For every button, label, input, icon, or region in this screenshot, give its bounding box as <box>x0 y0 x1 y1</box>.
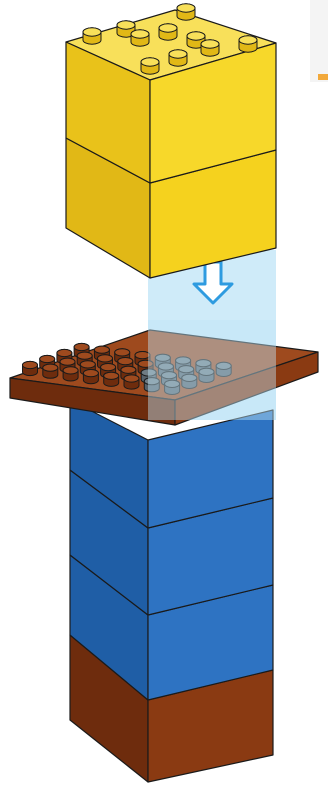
yellow-brick-stud <box>201 40 219 56</box>
baseplate-stud <box>124 375 139 389</box>
yellow-brick-stud <box>131 30 149 46</box>
yellow-brick-stud <box>239 36 257 52</box>
baseplate-stud <box>104 372 119 386</box>
baseplate-stud <box>23 361 38 375</box>
yellow-brick-stud <box>177 4 195 20</box>
yellow-brick-stud <box>83 28 101 44</box>
yellow-brick-stud <box>159 24 177 40</box>
page-corner-accent <box>310 0 328 82</box>
yellow-brick <box>66 4 276 278</box>
yellow-brick-stud <box>169 50 187 66</box>
yellow-brick-stud <box>141 58 159 74</box>
baseplate-stud <box>63 367 78 381</box>
tower <box>70 400 273 782</box>
baseplate-stud <box>43 364 58 378</box>
baseplate-stud <box>83 370 98 384</box>
placement-guide-overlay <box>148 320 276 420</box>
